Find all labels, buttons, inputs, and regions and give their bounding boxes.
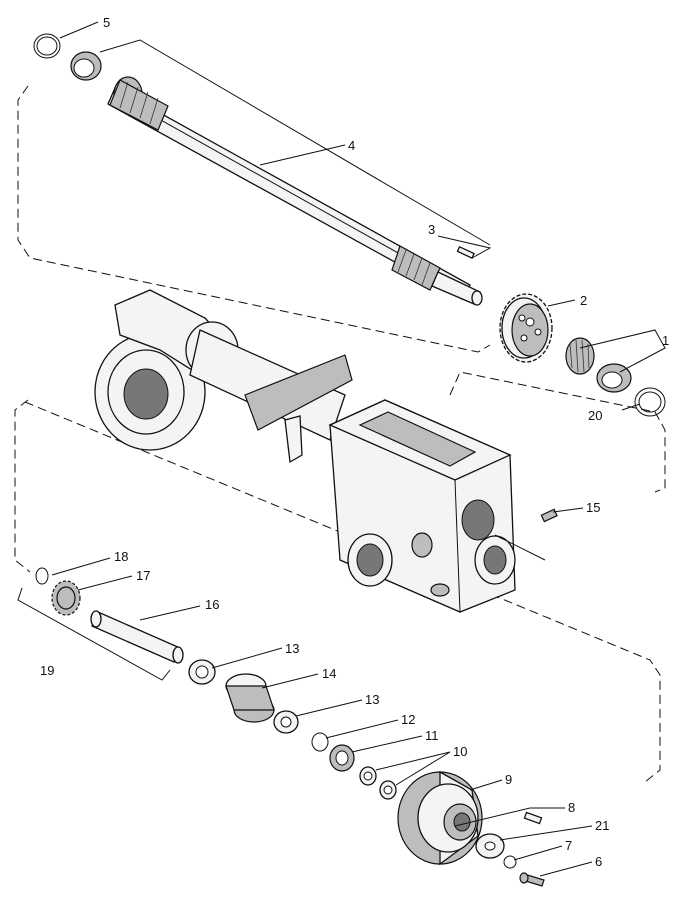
part-6-bolt <box>519 872 545 887</box>
part-9-drive-hub <box>397 770 483 866</box>
label-13-lower: 13 <box>365 692 379 707</box>
assembly-frame-upper <box>17 85 491 353</box>
part-5-snap-ring <box>33 33 61 59</box>
part-1-bearing-cup <box>596 363 632 393</box>
part-18-snap-ring <box>35 567 49 585</box>
label-16: 16 <box>205 597 219 612</box>
part-1-bearing-cone <box>565 337 595 375</box>
axle-housing <box>94 289 516 613</box>
part-11-bearing <box>329 744 355 772</box>
label-2: 2 <box>580 293 587 308</box>
part-13-washer-upper <box>188 659 216 685</box>
label-1: 1 <box>662 333 669 348</box>
label-10: 10 <box>453 744 467 759</box>
part-16-shaft <box>90 610 184 664</box>
callout-labels: 5 4 3 2 1 20 15 18 17 16 19 13 14 13 12 … <box>40 15 669 869</box>
label-15: 15 <box>586 500 600 515</box>
part-10-washers <box>359 766 397 800</box>
part-17-pinion-gear <box>51 580 81 616</box>
label-6: 6 <box>595 854 602 869</box>
label-8: 8 <box>568 800 575 815</box>
label-3: 3 <box>428 222 435 237</box>
label-14: 14 <box>322 666 336 681</box>
part-4-worm-shaft <box>107 76 483 306</box>
part-8-key <box>523 811 543 825</box>
part-13-washer-lower <box>273 710 299 734</box>
label-20: 20 <box>588 408 602 423</box>
label-4: 4 <box>348 138 355 153</box>
part-20-snap-ring <box>634 387 666 417</box>
label-12: 12 <box>401 712 415 727</box>
label-11: 11 <box>425 728 439 743</box>
label-19: 19 <box>40 663 54 678</box>
part-15-set-screw <box>540 508 558 523</box>
part-3-key <box>456 245 475 259</box>
label-5: 5 <box>103 15 110 30</box>
assembly-frame-lower <box>14 399 31 573</box>
part-2-spur-gear <box>499 293 553 363</box>
label-13-upper: 13 <box>285 641 299 656</box>
part-12-snap-ring <box>311 732 329 752</box>
label-18: 18 <box>114 549 128 564</box>
part-5-bushing <box>70 51 102 81</box>
part-21-washer <box>475 833 505 859</box>
label-17: 17 <box>136 568 150 583</box>
assembly-frame-upper-right <box>449 371 666 493</box>
part-14-spacer-tube <box>225 673 275 723</box>
leader-lines <box>17 21 666 877</box>
label-7: 7 <box>565 838 572 853</box>
label-9: 9 <box>505 772 512 787</box>
label-21: 21 <box>595 818 609 833</box>
part-7-lock-washer <box>503 855 517 869</box>
